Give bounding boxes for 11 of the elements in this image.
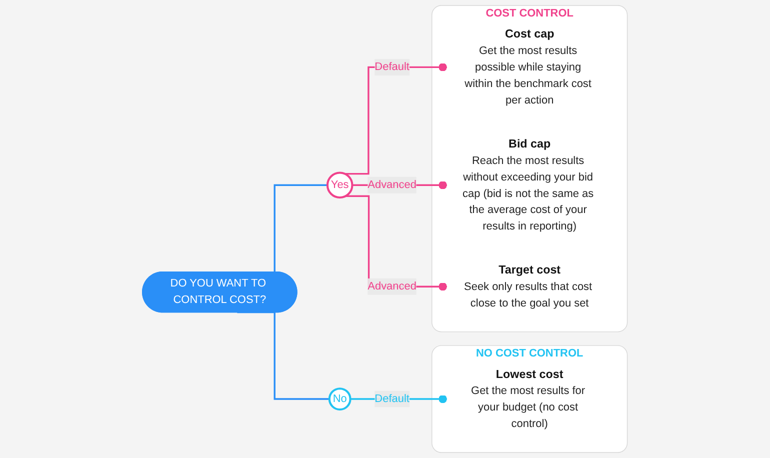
edge-label: Advanced xyxy=(368,178,416,191)
connector xyxy=(237,311,330,400)
node-circle: Yes xyxy=(326,172,354,199)
edge-label: Default xyxy=(374,392,410,405)
node-text: Bid cap Reach the most results without exceeding your bid cap (bid is not the same as the average cost of your results in reporting) xyxy=(462,137,594,232)
node-circle: No xyxy=(328,388,352,410)
edge-label: Default xyxy=(374,61,410,73)
edge-label: Advanced xyxy=(368,280,416,292)
node-text: Target cost Seek only results that cost close to the goal you set xyxy=(464,263,592,310)
node-text: Lowest cost Get the most results for your budget (no cost control) xyxy=(471,367,586,430)
node-text: Cost cap Get the most results possible while staying within the benchmark cost per action xyxy=(464,27,592,106)
